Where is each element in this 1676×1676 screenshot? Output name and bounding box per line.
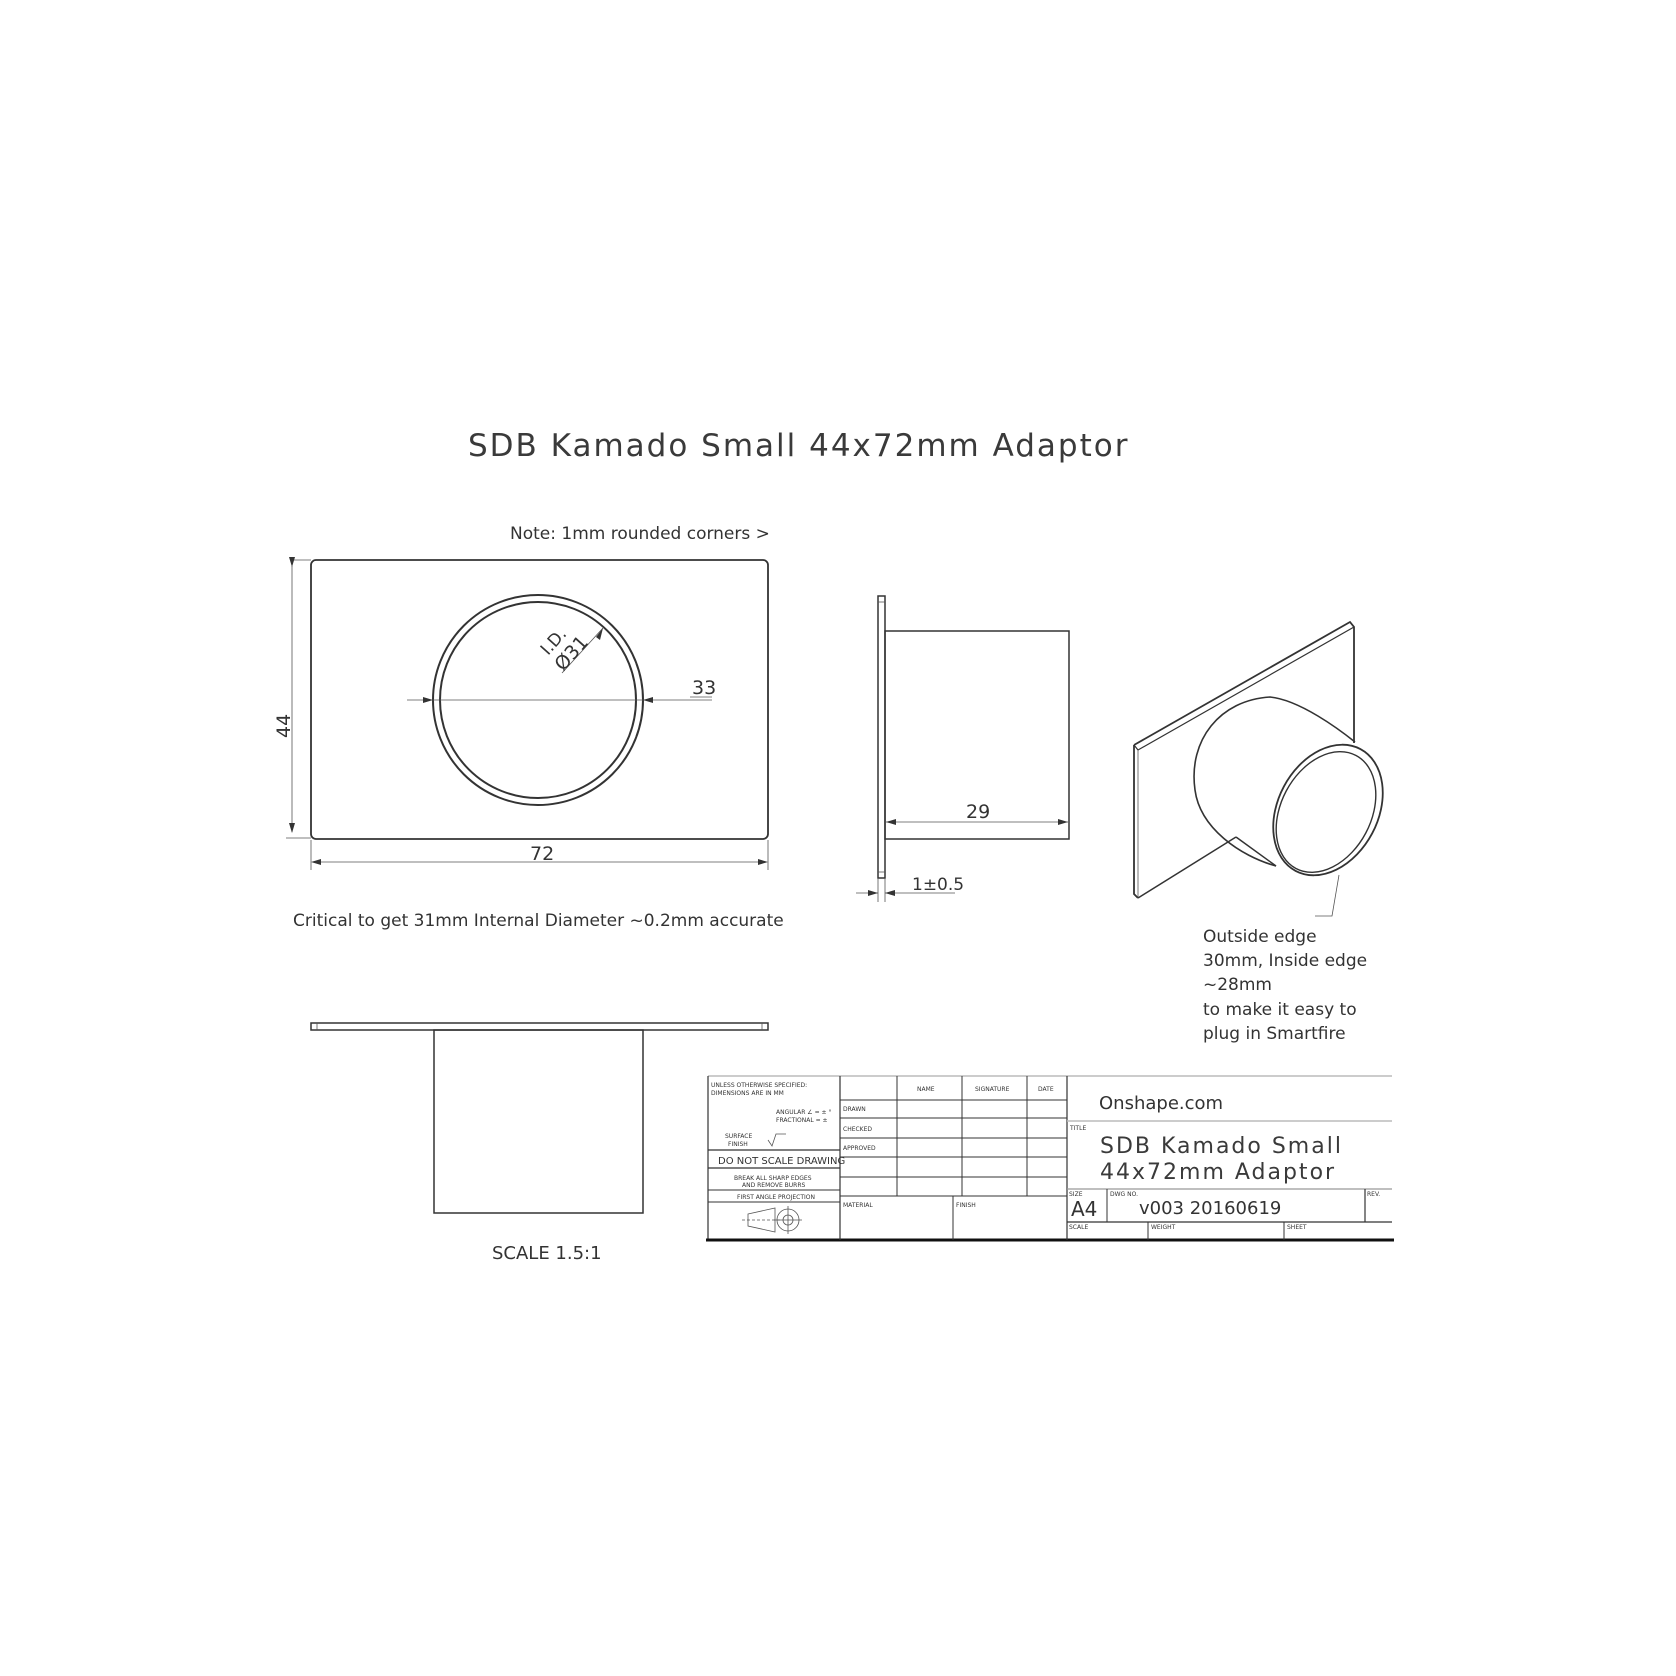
svg-text:APPROVED: APPROVED (843, 1145, 876, 1152)
plate-outline (310, 559, 769, 840)
svg-text:~28mm: ~28mm (1203, 975, 1272, 995)
scale-label: SCALE 1.5:1 (492, 1243, 602, 1264)
svg-text:30mm, Inside edge: 30mm, Inside edge (1203, 951, 1367, 971)
svg-text:MATERIAL: MATERIAL (843, 1202, 873, 1209)
dim-length: 29 (966, 801, 990, 823)
svg-text:FRACTIONAL = ±: FRACTIONAL = ± (776, 1117, 828, 1124)
dim-outer-diameter: 33 (692, 677, 716, 699)
front-view: 44 72 33 I.D. Ø31 (273, 557, 769, 870)
top-tube (433, 1029, 644, 1214)
note-critical-diameter: Critical to get 31mm Internal Diameter ~… (293, 911, 784, 931)
sheet-size: A4 (1071, 1197, 1097, 1221)
company-name: Onshape.com (1099, 1093, 1223, 1114)
svg-text:CHECKED: CHECKED (843, 1126, 872, 1133)
svg-text:TITLE: TITLE (1069, 1125, 1086, 1132)
svg-text:SURFACE: SURFACE (725, 1133, 752, 1140)
svg-text:FINISH: FINISH (728, 1141, 748, 1148)
first-angle-projection-icon (742, 1206, 802, 1234)
note-rounded-corners: Note: 1mm rounded corners > (510, 524, 770, 544)
svg-text:DIMENSIONS ARE IN MM: DIMENSIONS ARE IN MM (711, 1090, 784, 1097)
svg-text:REV.: REV. (1367, 1191, 1380, 1198)
svg-text:WEIGHT: WEIGHT (1151, 1224, 1176, 1231)
title-block: UNLESS OTHERWISE SPECIFIED: DIMENSIONS A… (706, 1075, 1394, 1242)
flange-section (877, 595, 886, 879)
svg-text:NAME: NAME (917, 1086, 935, 1093)
svg-text:BREAK ALL SHARP EDGES: BREAK ALL SHARP EDGES (734, 1175, 812, 1182)
svg-text:AND REMOVE BURRS: AND REMOVE BURRS (742, 1182, 806, 1189)
dim-flange-thickness: 1±0.5 (912, 875, 964, 895)
side-view: 29 1±0.5 (856, 595, 1070, 902)
top-view (310, 1022, 769, 1214)
svg-text:DATE: DATE (1038, 1086, 1054, 1093)
surface-finish-icon (767, 1133, 786, 1147)
top-flange (310, 1022, 769, 1031)
do-not-scale: DO NOT SCALE DRAWING (718, 1156, 845, 1167)
svg-text:FINISH: FINISH (956, 1202, 976, 1209)
svg-text:FIRST ANGLE PROJECTION: FIRST ANGLE PROJECTION (737, 1194, 815, 1201)
svg-text:UNLESS OTHERWISE SPECIFIED:: UNLESS OTHERWISE SPECIFIED: (711, 1082, 807, 1089)
svg-text:plug in Smartfire: plug in Smartfire (1203, 1024, 1346, 1044)
tube-section (884, 630, 1070, 840)
leader-inner-diameter (561, 627, 604, 674)
title-block-title-1: SDB Kamado Small (1100, 1134, 1343, 1159)
svg-text:ANGULAR ∠ = ± °: ANGULAR ∠ = ± ° (776, 1109, 831, 1116)
svg-text:to make it easy to: to make it easy to (1203, 1000, 1357, 1020)
title-block-title-2: 44x72mm Adaptor (1100, 1160, 1336, 1185)
drawing-number: v003 20160619 (1139, 1198, 1281, 1219)
svg-text:DWG NO.: DWG NO. (1110, 1191, 1138, 1198)
svg-text:DRAWN: DRAWN (843, 1106, 866, 1113)
drawing-title: SDB Kamado Small 44x72mm Adaptor (468, 428, 1129, 464)
svg-text:Outside edge: Outside edge (1203, 927, 1317, 947)
svg-text:SCALE: SCALE (1069, 1224, 1088, 1231)
svg-text:SIZE: SIZE (1069, 1191, 1083, 1198)
cylinder-inner-rim (1275, 750, 1377, 874)
dim-height: 44 (273, 714, 295, 738)
iso-callout: Outside edge 30mm, Inside edge ~28mm to … (1203, 927, 1367, 1044)
cylinder-body (1193, 696, 1356, 867)
callout-leader (1315, 874, 1340, 917)
svg-text:SIGNATURE: SIGNATURE (975, 1086, 1010, 1093)
cylinder-outer-rim (1272, 743, 1384, 877)
svg-text:SHEET: SHEET (1287, 1224, 1307, 1231)
isometric-view (1133, 620, 1384, 917)
dim-width: 72 (530, 843, 554, 865)
